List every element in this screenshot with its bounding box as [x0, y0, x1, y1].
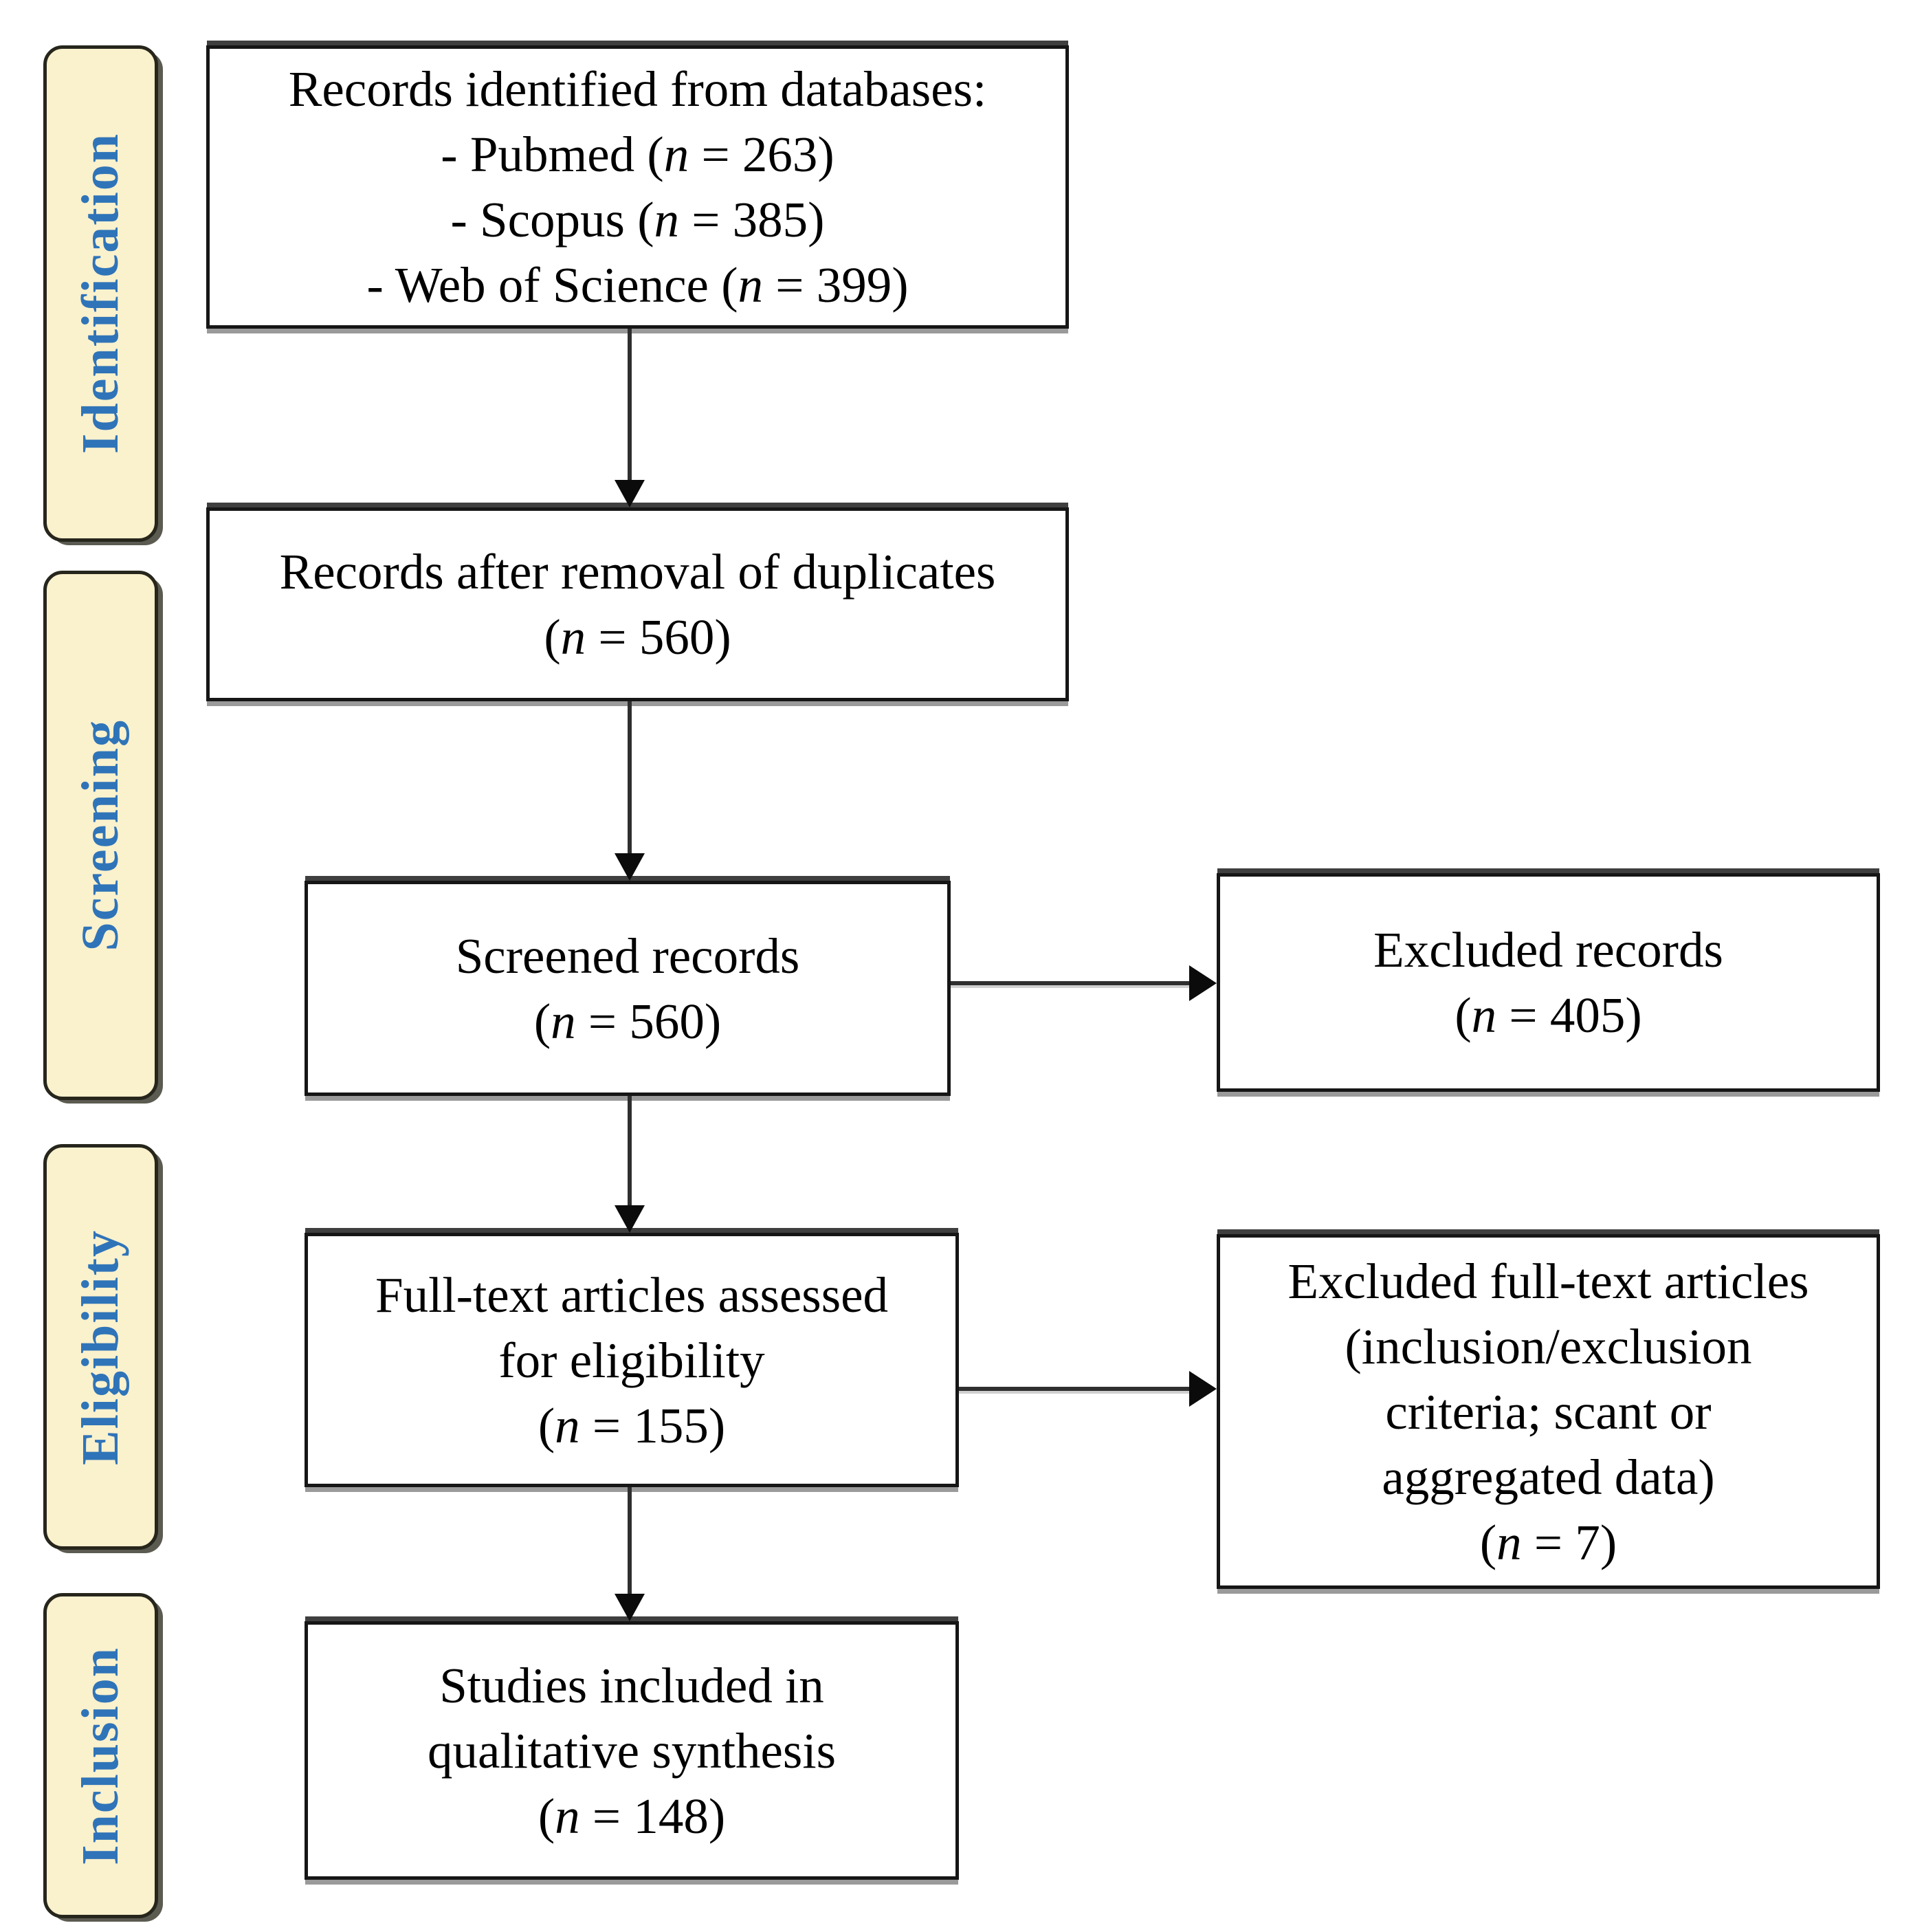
stage-label-eligibility-text: Eligibility	[71, 1229, 129, 1465]
box-excluded-records: Excluded records(n = 405)	[1217, 873, 1880, 1092]
arrow-shaft	[628, 1096, 632, 1207]
arrow-shaft	[959, 1387, 1191, 1391]
arrow-right-head	[1189, 965, 1217, 1001]
box-records-deduplicated-text: Records after removal of duplicates(n = …	[279, 544, 996, 665]
stage-label-inclusion-text: Inclusion	[71, 1646, 129, 1865]
arrow-identified-to-deduplicated	[615, 329, 645, 507]
arrow-fulltext-to-excluded-fulltext	[959, 1371, 1217, 1407]
arrow-deduplicated-to-screened	[615, 701, 645, 881]
stage-label-identification-text: Identification	[71, 133, 129, 454]
arrow-screened-to-excluded-records	[951, 965, 1217, 1001]
arrow-shaft	[628, 329, 632, 481]
arrow-shaft	[951, 981, 1191, 985]
arrow-shaft	[628, 1487, 632, 1595]
stage-label-inclusion: Inclusion	[43, 1593, 158, 1918]
arrow-shaft	[628, 701, 632, 855]
stage-label-screening-text: Screening	[71, 719, 129, 952]
box-excluded-fulltext: Excluded full-text articles(inclusion/ex…	[1217, 1234, 1880, 1589]
arrow-fulltext-to-included	[615, 1487, 645, 1621]
arrow-right-head	[1189, 1371, 1217, 1407]
arrow-screened-to-fulltext	[615, 1096, 645, 1233]
box-excluded-records-text: Excluded records(n = 405)	[1373, 922, 1723, 1043]
arrow-down-head	[615, 853, 645, 881]
box-records-deduplicated: Records after removal of duplicates(n = …	[206, 507, 1069, 701]
arrow-down-head	[615, 480, 645, 507]
stage-label-eligibility: Eligibility	[43, 1144, 158, 1550]
box-screened-records-text: Screened records(n = 560)	[455, 927, 800, 1049]
arrow-down-head	[615, 1594, 645, 1621]
box-screened-records: Screened records(n = 560)	[305, 881, 951, 1096]
box-excluded-fulltext-text: Excluded full-text articles(inclusion/ex…	[1287, 1253, 1809, 1570]
stage-label-identification: Identification	[43, 45, 158, 542]
box-records-identified: Records identified from databases:- Pubm…	[206, 45, 1069, 329]
box-records-identified-text: Records identified from databases:- Pubm…	[288, 61, 987, 313]
arrow-down-head	[615, 1205, 645, 1233]
stage-label-screening: Screening	[43, 571, 158, 1100]
